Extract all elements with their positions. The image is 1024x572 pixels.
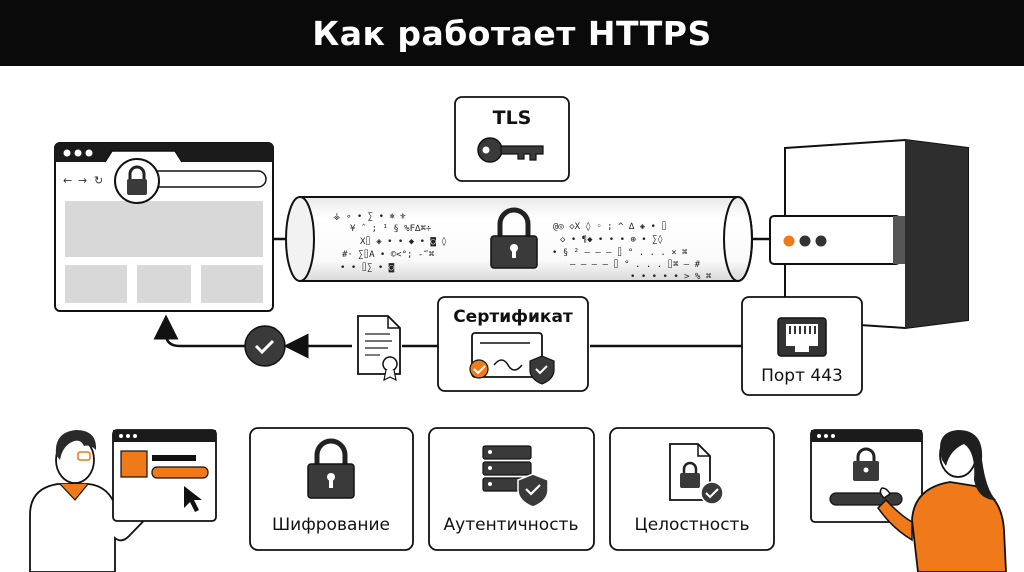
key-icon: [477, 137, 544, 163]
tls-label: TLS: [493, 107, 532, 129]
certificate-box: Сертификат: [402, 296, 589, 392]
check-icon: [244, 325, 286, 367]
cipher-line: • • ⌷∑ • ◙: [340, 262, 395, 273]
cipher-line: – – – – ⌷ ° . . . ⌷⌘ – #: [570, 259, 701, 270]
padlock-icon: [307, 438, 355, 499]
cipher-line: #· ∑⌷A • ©<°; -‴⌘: [342, 249, 434, 260]
cipher-line: • • • • • > % ⌘: [630, 272, 711, 282]
feature-label: Шифрование: [272, 515, 390, 535]
page-title: Как работает HTTPS: [312, 13, 712, 53]
forward-icon[interactable]: →: [78, 174, 87, 187]
feature-card-integrity: Целостность: [609, 427, 775, 551]
cipher-line: ¥ ˆ ; ¹ § %F∆⌘÷: [350, 223, 432, 234]
feature-label: Аутентичность: [444, 515, 579, 535]
tls-box: TLS: [454, 96, 570, 182]
lock-badge-icon: [114, 158, 160, 204]
reload-icon[interactable]: ↻: [94, 174, 103, 187]
back-icon[interactable]: ←: [63, 174, 72, 187]
tunnel-padlock-icon: [490, 207, 538, 269]
port-label: Порт 443: [761, 366, 843, 386]
document-seal-icon: [357, 315, 401, 382]
server-shield-icon: [482, 445, 549, 508]
verification-arrow: [153, 314, 352, 367]
title-bar: Как работает HTTPS: [0, 0, 1024, 66]
login-button[interactable]: [829, 492, 903, 506]
small-browser-left: [112, 429, 217, 522]
document-lock-icon: [669, 443, 724, 505]
cipher-line: • § ² – – – ⌷ ° . . . × ⌘: [552, 247, 687, 258]
feature-label: Целостность: [635, 515, 750, 535]
ethernet-port-icon: [777, 317, 827, 357]
small-browser-right: [810, 429, 923, 523]
cipher-line: @◎ ◇X ◊ ◦ ; ^ ∆ ◈ • ⌷: [553, 221, 667, 232]
cipher-line: X⌷ ◈ • • ◆ • ◙ ◊: [360, 236, 447, 247]
cipher-line: ⚶ ∘ • ∑ • ⎈ ⚜: [333, 212, 406, 222]
certificate-label: Сертификат: [453, 307, 573, 327]
cipher-line: ◇ • ¶◆ • • • ⊕ • ∑◊: [560, 234, 663, 245]
port-box: Порт 443: [590, 296, 863, 396]
feature-card-encryption: Шифрование: [249, 427, 414, 551]
browser-window: ← → ↻: [54, 142, 274, 312]
server: [769, 138, 969, 330]
encrypted-tunnel: ⚶ ∘ • ∑ • ⎈ ⚜ ¥ ˆ ; ¹ § %F∆⌘÷ X⌷ ◈ • • ◆…: [273, 196, 770, 282]
person-right: [877, 430, 1007, 572]
feature-card-authenticity: Аутентичность: [428, 427, 595, 551]
person-left: [29, 430, 164, 572]
cursor-icon: [184, 486, 202, 512]
padlock-icon: [856, 447, 876, 462]
certificate-card-icon: [469, 332, 555, 385]
